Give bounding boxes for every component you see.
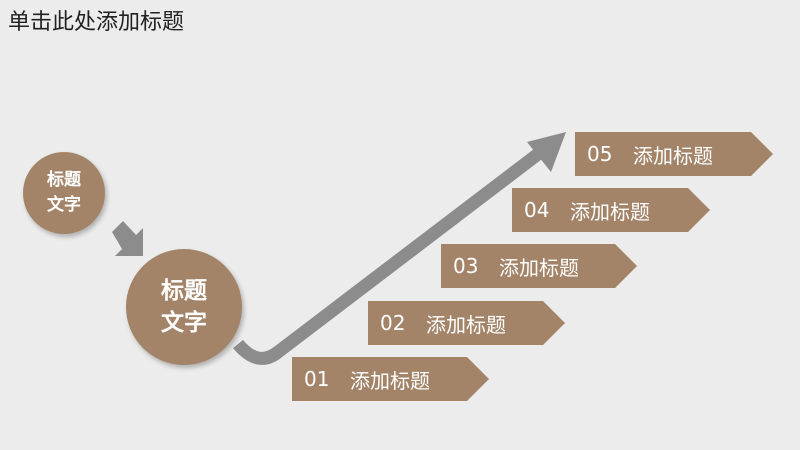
step-number: 05 (587, 142, 613, 166)
step-number: 02 (380, 311, 406, 335)
circle-text-line2: 文字 (161, 310, 207, 336)
circle-text-line1: 标题 (161, 278, 207, 304)
step-05[interactable]: 05 添加标题 (575, 132, 773, 176)
step-04[interactable]: 04 添加标题 (512, 188, 710, 232)
circle-text-line1: 标题 (47, 170, 81, 190)
step-01[interactable]: 01 添加标题 (292, 357, 489, 401)
step-label: 添加标题 (426, 312, 506, 337)
step-label: 添加标题 (633, 143, 713, 168)
step-label: 添加标题 (570, 199, 650, 224)
title-circle-small[interactable]: 标题 文字 (23, 152, 105, 234)
step-number: 03 (453, 254, 479, 278)
slide-title[interactable]: 单击此处添加标题 (8, 10, 185, 35)
step-label: 添加标题 (499, 255, 579, 280)
step-number: 04 (524, 198, 550, 222)
step-label: 添加标题 (350, 368, 430, 393)
step-number: 01 (304, 367, 330, 391)
title-circle-large[interactable]: 标题 文字 (126, 249, 242, 365)
rising-arrow-shaft (233, 145, 546, 365)
connector-arrow-icon (112, 221, 143, 256)
step-03[interactable]: 03 添加标题 (441, 244, 637, 288)
step-02[interactable]: 02 添加标题 (368, 301, 565, 345)
circle-text-line2: 文字 (47, 195, 81, 215)
rising-arrow-head-icon (527, 132, 566, 172)
